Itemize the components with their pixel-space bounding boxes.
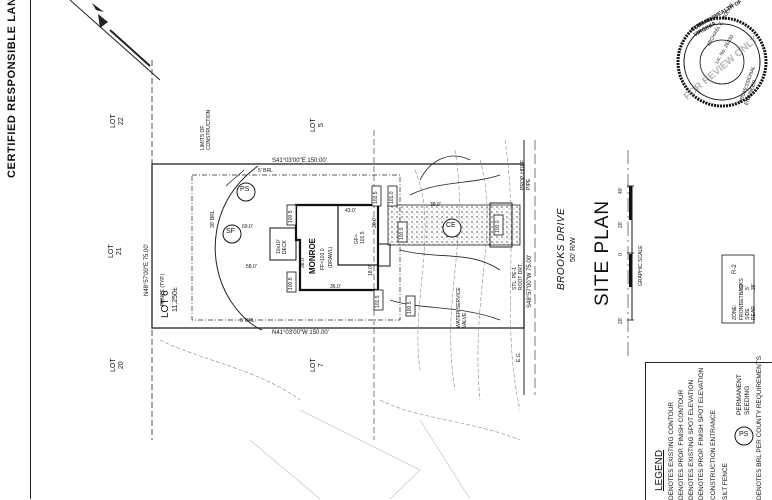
engineer-seal: COMMONWEALTH OF VIRGINIA MICHAEL E. MOOR… (676, 0, 768, 108)
scale-40: 40' (618, 187, 624, 194)
legend-ps-icon (734, 426, 754, 446)
side-brl-2: 5' BRL (240, 318, 255, 324)
lot-5-label: LOT 5 (310, 118, 325, 132)
zone-rear-value: 35' (751, 283, 757, 290)
spot-7: 100.5 (407, 301, 413, 314)
legend-item-7: DENOTES BRL PER COUNTY REQUIREMENTS (756, 355, 763, 500)
dim-20: 20.0' (372, 217, 378, 228)
zone-setbacks: SETBACKS (739, 278, 745, 305)
bearing-right: S48°57'00"W 75.00' (527, 254, 533, 308)
spot-1: 100.5 (288, 210, 294, 223)
eg-label: E.G. (516, 351, 522, 362)
spot-8: 101.5 (375, 295, 381, 308)
construction-entrance (489, 202, 513, 248)
zone-rear: REAR (751, 306, 757, 320)
side-brl-1: 5' BRL (258, 168, 273, 174)
limits-label: LIMITS OF CONSTRUCTION (200, 109, 212, 150)
hdpe-label: PROP. HDPE PIPE (520, 159, 532, 190)
house-ff: FF=103.0 (320, 248, 326, 270)
road-name: BROOKS DRIVE (556, 207, 567, 290)
lot-21-label: LOT 21 (108, 244, 123, 258)
silt-fence (214, 165, 263, 331)
faint-overlay (249, 409, 471, 499)
lot-20-label: LOT 20 (110, 358, 125, 372)
legend-item-1: DENOTES EXISTING CONTOUR (668, 401, 675, 500)
scale-0: 0 (618, 253, 624, 256)
zone-box (721, 254, 755, 324)
dim-36: 36.0' (330, 284, 341, 290)
zone-label: ZONE: (732, 304, 738, 320)
spot-5: 100.5 (399, 227, 405, 240)
spot-2: 100.5 (288, 277, 294, 290)
dim-58: 58.0' (246, 264, 257, 270)
lot-22-label: LOT 22 (110, 114, 125, 128)
dim-38: 38.0' (430, 202, 441, 208)
lot-6-area: 11,250± (172, 287, 179, 312)
legend-title: LEGEND (654, 449, 665, 491)
legend-item-4: DENOTES PROP. FINISH SPOT ELEVATION (698, 367, 705, 500)
graphic-scale (627, 185, 634, 321)
legend-box: LEGEND DENOTES EXISTING CONTOUR DENOTES … (645, 356, 772, 500)
legend-item-3: DENOTES EXISTING SPOT ELEVATION (688, 379, 695, 500)
water-valve-label: WATER SERVICE VALVE (456, 287, 468, 328)
sf-text: SF (226, 228, 235, 235)
lot-7-label: LOT 7 (310, 358, 325, 372)
graphic-scale-label: GRAPHIC SCALE (638, 245, 644, 286)
sf-symbol (222, 224, 242, 244)
front-brl: 30' BRL (210, 210, 216, 228)
legend-item-2: DENOTES PROP. FINISH CONTOUR (678, 389, 685, 500)
spot-4: 101.0 (389, 191, 395, 204)
site-plan-title: SITE PLAN (592, 199, 613, 306)
road-row: 50' R/W (570, 237, 577, 262)
north-arrow-icon (69, 0, 161, 81)
bearing-left: N48°57'00"E 75.00' (144, 244, 150, 296)
house-depth: 43.0' (345, 208, 356, 214)
house-brl: (DRAWL) (328, 246, 334, 268)
garage-ff: GF= 101.5 (354, 231, 366, 244)
dim-18: 18.0' (368, 265, 374, 276)
scale-20a: 20' (618, 317, 624, 324)
dim-69: 69.0' (242, 224, 253, 230)
title-strip: CERTIFIED RESPONSIBLE LAND DIS (0, 0, 31, 499)
ps-text: PS (240, 186, 250, 193)
house-width: 38.0' (300, 257, 306, 268)
legend-item-5: CONSTRUCTION ENTRANCE (710, 410, 717, 500)
spot-3: 102.5 (373, 191, 379, 204)
legend-item-6: SILT FENCE (722, 463, 729, 500)
spot-6: 100.0 (495, 220, 501, 233)
seal-icon (676, 16, 768, 108)
legend-ps-text: PERMANENT SEEDING (736, 374, 751, 415)
fence-label: FENCE (TYP.) (160, 273, 166, 306)
stl-label: STL. PE-1 ROOT DRT. (512, 263, 524, 290)
legend-ps-label: PS (739, 431, 749, 438)
ce-symbol (442, 218, 462, 238)
deck (269, 227, 297, 261)
bearing-bottom: N41°03'00"W 150.00' (272, 330, 329, 336)
garage (337, 204, 379, 266)
scale-20b: 20' (618, 221, 624, 228)
zone-value: R-2 (732, 264, 738, 274)
ps-symbol (236, 182, 256, 202)
house-name: MONROE (308, 238, 317, 274)
limits-of-construction (191, 174, 401, 321)
ce-text: CE (446, 222, 456, 229)
deck-label: 10x10' DECK (276, 239, 288, 254)
bearing-top: S41°03'00"E 150.00' (272, 158, 327, 164)
